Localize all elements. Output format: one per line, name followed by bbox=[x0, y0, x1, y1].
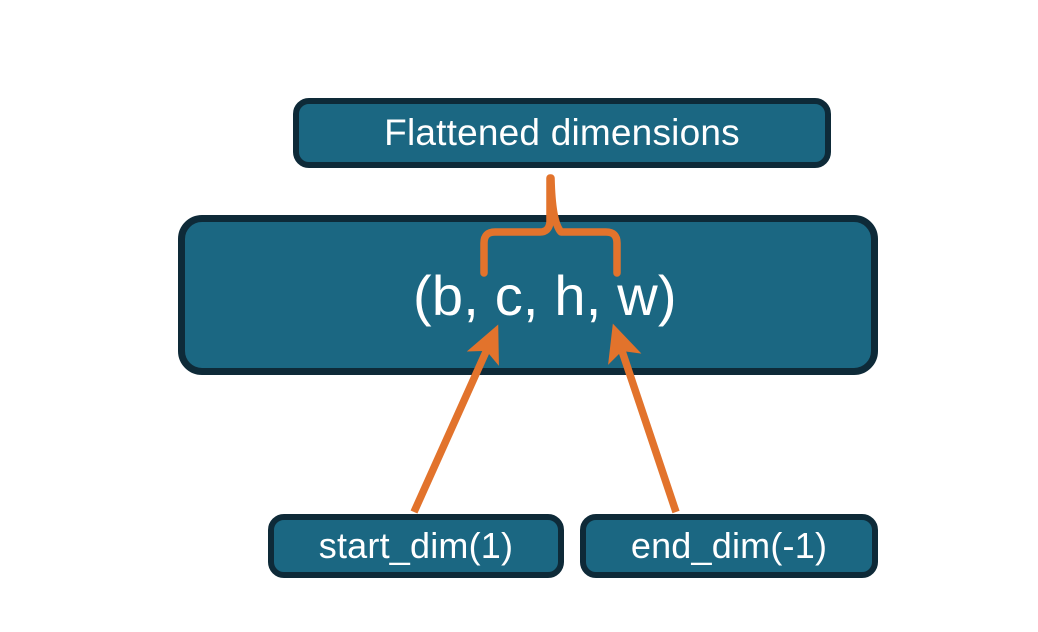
node-tensor-shape[interactable]: (b, c, h, w) bbox=[178, 215, 878, 375]
node-flattened-dimensions[interactable]: Flattened dimensions bbox=[293, 98, 831, 168]
node-end-dim[interactable]: end_dim(-1) bbox=[580, 514, 878, 578]
node-end-dim-label: end_dim(-1) bbox=[630, 525, 828, 566]
node-start-dim[interactable]: start_dim(1) bbox=[268, 514, 564, 578]
node-flattened-dimensions-label: Flattened dimensions bbox=[384, 112, 740, 153]
node-start-dim-label: start_dim(1) bbox=[318, 525, 514, 566]
node-tensor-shape-label: (b, c, h, w) bbox=[413, 263, 677, 327]
